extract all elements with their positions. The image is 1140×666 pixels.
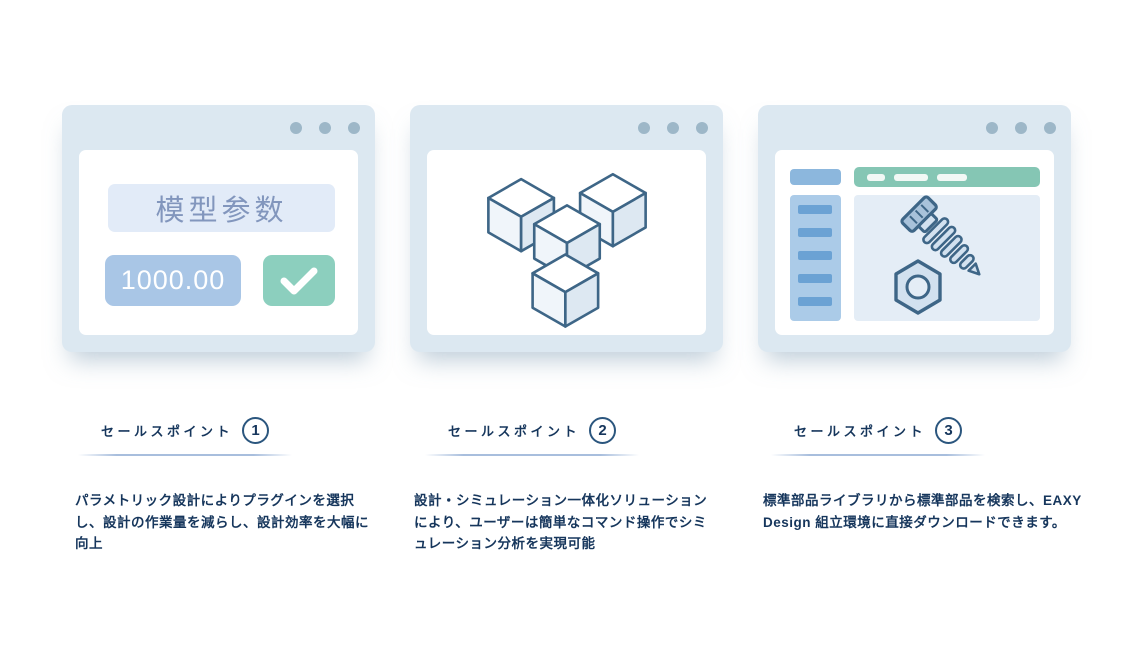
mini-app-sidebar [790,195,841,321]
toolbar-item [867,173,885,181]
sidebar-item [798,251,832,260]
window-dot-icon [319,122,331,134]
salespoint-label-3: セールスポイント 3 [753,417,1003,456]
mini-app-toolbar [854,167,1040,187]
salespoint-text: セールスポイント [793,424,926,439]
screw-and-nut-illustration [894,195,981,315]
window-dot-icon [696,122,708,134]
feature-card-parts-library [758,105,1071,352]
toolbar-item [894,173,928,181]
feature-card-simulation [410,105,723,352]
model-parameter-field-label: 模型参数 [108,184,335,232]
salespoint-description-3: 標準部品ライブラリから標準部品を検索し、EAXY Design 組立環境に直接ダ… [763,493,1082,530]
window-dot-icon [348,122,360,134]
mini-app-button [790,169,841,185]
salespoint-description-2: 設計・シミュレーション一体化ソリューションにより、ユーザーは簡単なコマンド操作で… [414,493,708,552]
nut-icon [894,259,942,315]
feature-card-parametric: 模型参数 1000.00 [62,105,375,352]
toolbar-item [937,173,967,181]
window-content-panel [427,150,706,335]
label-underline [425,454,639,456]
salespoint-text: セールスポイント [100,424,233,439]
sidebar-item [798,205,832,214]
window-dot-icon [1015,122,1027,134]
confirm-button-illustration [263,255,335,306]
label-underline [78,454,292,456]
sidebar-item [798,228,832,237]
cubes-illustration [427,150,706,335]
mini-app-canvas [854,195,1040,321]
sidebar-item [798,274,832,283]
window-dot-icon [667,122,679,134]
salespoint-number-badge: 3 [935,417,962,444]
window-dots [638,122,708,134]
salespoint-number-badge: 2 [589,417,616,444]
window-dot-icon [290,122,302,134]
window-dot-icon [1044,122,1056,134]
screw-icon [900,195,981,276]
check-icon [280,267,318,294]
window-dot-icon [986,122,998,134]
salespoint-number-badge: 1 [242,417,269,444]
window-dots [290,122,360,134]
window-dot-icon [638,122,650,134]
salespoint-text: セールスポイント [447,424,580,439]
window-dots [986,122,1056,134]
window-content-panel [775,150,1054,335]
salespoint-label-1: セールスポイント 1 [60,417,310,456]
label-underline [771,454,985,456]
sidebar-item [798,297,832,306]
salespoint-label-2: セールスポイント 2 [407,417,657,456]
cubes-icon [486,172,647,328]
parameter-value-field: 1000.00 [105,255,241,306]
window-content-panel: 模型参数 1000.00 [79,150,358,335]
salespoint-description-1: パラメトリック設計によりプラグインを選択し、設計の作業量を減らし、設計効率を大幅… [75,493,369,552]
